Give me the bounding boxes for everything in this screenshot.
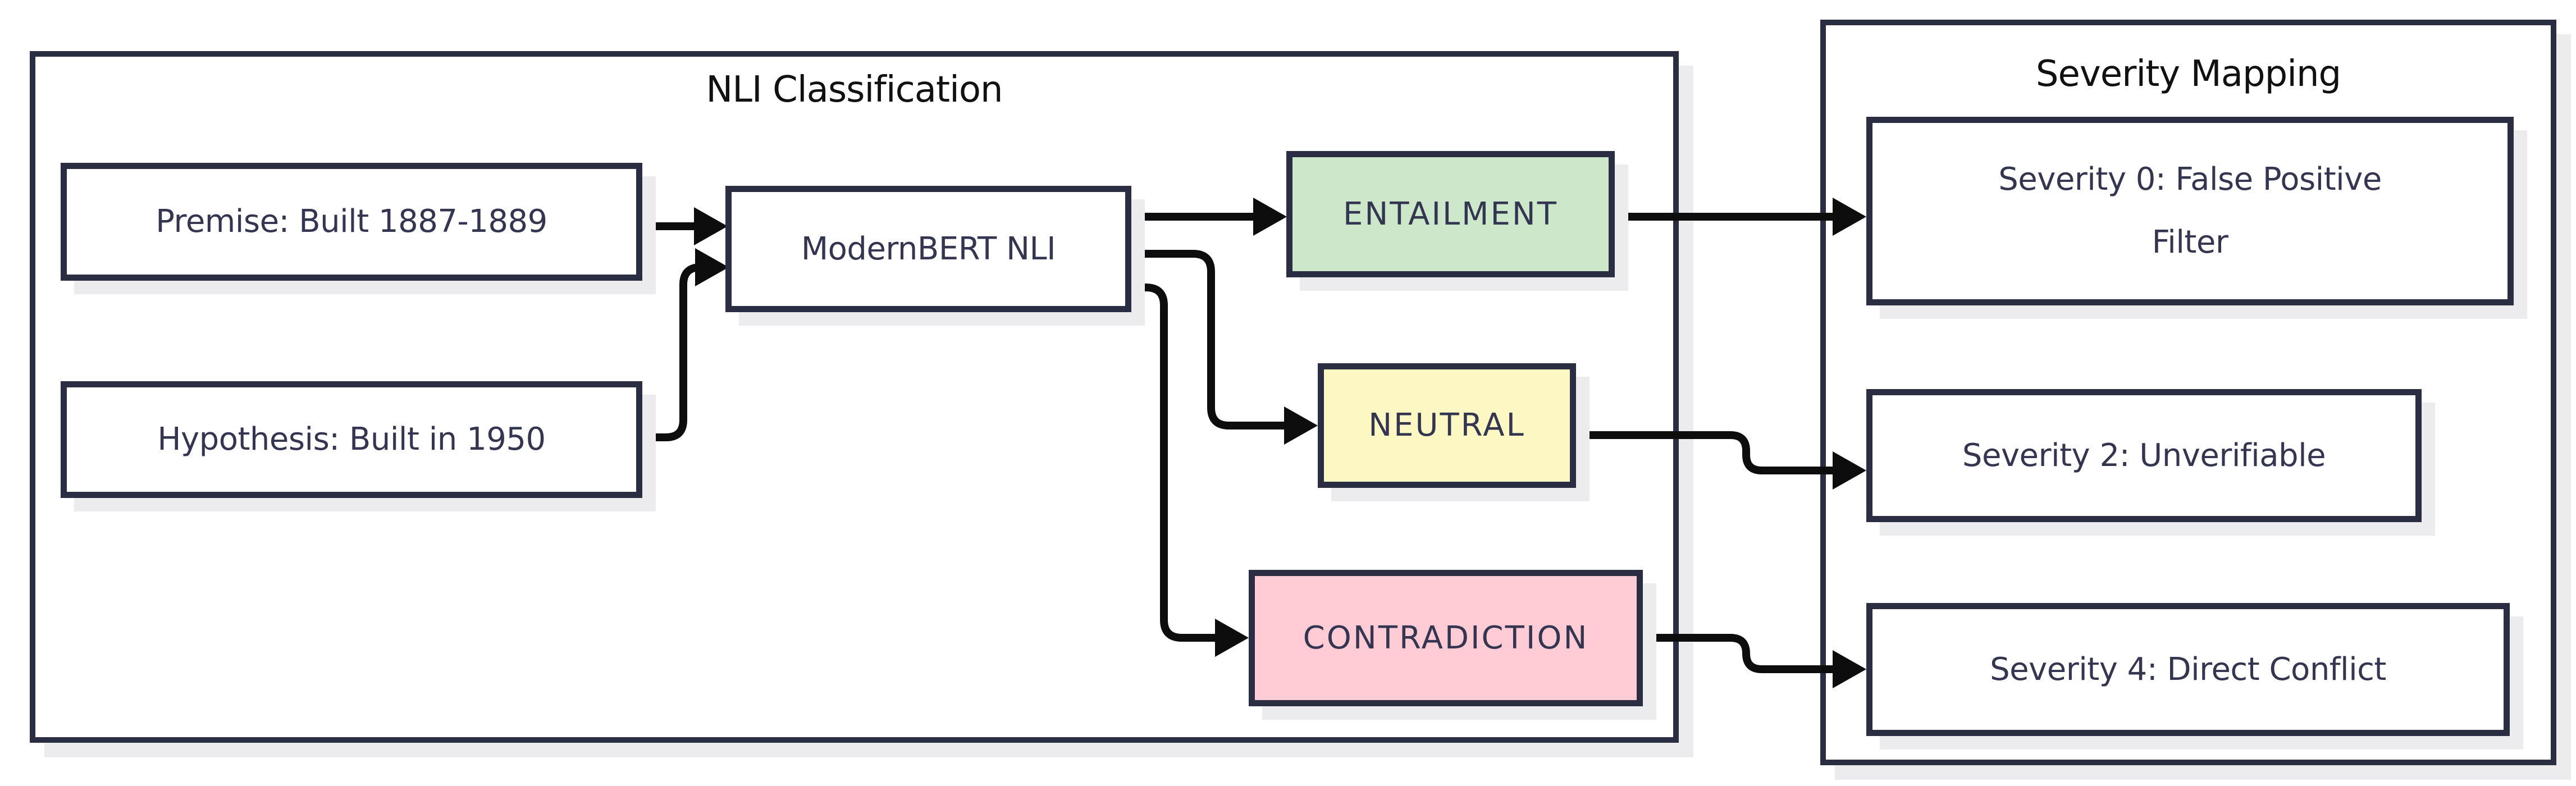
hypothesis-label: Hypothesis: Built in 1950 <box>157 421 546 458</box>
modernbert-nli-label: ModernBERT NLI <box>801 230 1056 267</box>
contradiction-label: CONTRADICTION <box>1303 619 1589 656</box>
entailment-label: ENTAILMENT <box>1343 195 1558 232</box>
premise-label: Premise: Built 1887-1889 <box>156 203 547 240</box>
severity-mapping-title: Severity Mapping <box>2035 53 2341 95</box>
severity-2-node: Severity 2: Unverifiable <box>1866 389 2422 522</box>
severity-0-node: Severity 0: False Positive Filter <box>1866 117 2514 305</box>
severity-4-label: Severity 4: Direct Conflict <box>1990 651 2386 688</box>
severity-2-label: Severity 2: Unverifiable <box>1962 437 2326 474</box>
modernbert-nli-node: ModernBERT NLI <box>725 186 1131 312</box>
hypothesis-node: Hypothesis: Built in 1950 <box>61 381 642 498</box>
nli-classification-title: NLI Classification <box>706 69 1003 111</box>
contradiction-node: CONTRADICTION <box>1249 570 1643 706</box>
severity-4-node: Severity 4: Direct Conflict <box>1866 603 2510 736</box>
severity-0-label-line1: Severity 0: False Positive <box>1998 161 2382 198</box>
neutral-label: NEUTRAL <box>1368 407 1525 444</box>
premise-node: Premise: Built 1887-1889 <box>61 163 642 281</box>
neutral-node: NEUTRAL <box>1318 363 1576 488</box>
entailment-node: ENTAILMENT <box>1286 151 1615 277</box>
severity-0-label-line2: Filter <box>2152 224 2228 261</box>
